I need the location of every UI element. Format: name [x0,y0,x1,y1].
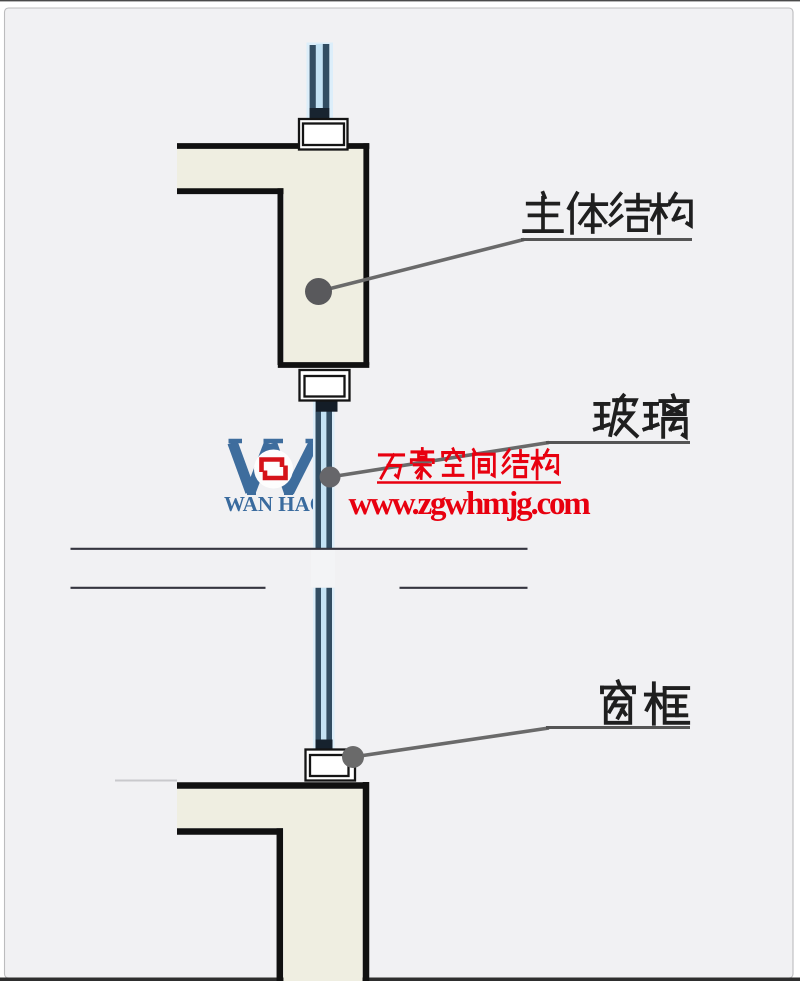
svg-text:WAN HAO: WAN HAO [224,492,326,516]
svg-text:www.zgwhmjg.com: www.zgwhmjg.com [348,486,590,522]
